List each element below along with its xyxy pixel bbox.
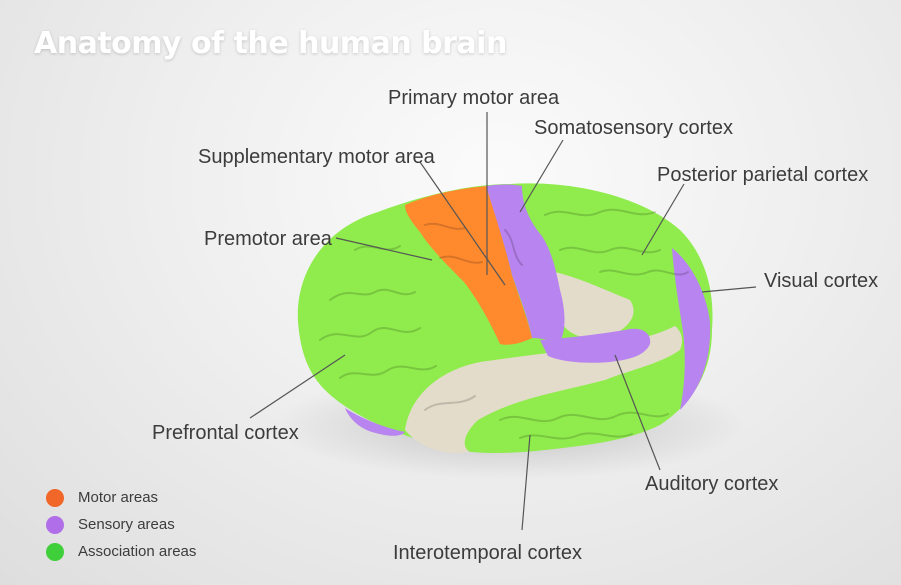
legend: Motor areas Sensory areas Association ar… (46, 484, 196, 565)
legend-label: Association areas (78, 543, 196, 560)
legend-item-motor: Motor areas (46, 484, 196, 511)
legend-dot-motor (46, 489, 64, 507)
diagram-title: Anatomy of the human brain (34, 26, 507, 61)
legend-label: Motor areas (78, 489, 158, 506)
legend-label: Sensory areas (78, 516, 175, 533)
legend-item-association: Association areas (46, 538, 196, 565)
label-prefrontal-cortex: Prefrontal cortex (152, 423, 299, 443)
label-primary-motor-area: Primary motor area (388, 88, 559, 108)
label-auditory-cortex: Auditory cortex (645, 474, 778, 494)
legend-dot-sensory (46, 516, 64, 534)
label-somatosensory-cortex: Somatosensory cortex (534, 118, 733, 138)
label-interotemporal-cortex: Interotemporal cortex (393, 543, 582, 563)
legend-dot-association (46, 543, 64, 561)
label-supplementary-motor-area: Supplementary motor area (198, 147, 435, 167)
label-visual-cortex: Visual cortex (764, 271, 878, 291)
label-premotor-area: Premotor area (204, 229, 332, 249)
legend-item-sensory: Sensory areas (46, 511, 196, 538)
label-posterior-parietal-cortex: Posterior parietal cortex (657, 165, 868, 185)
